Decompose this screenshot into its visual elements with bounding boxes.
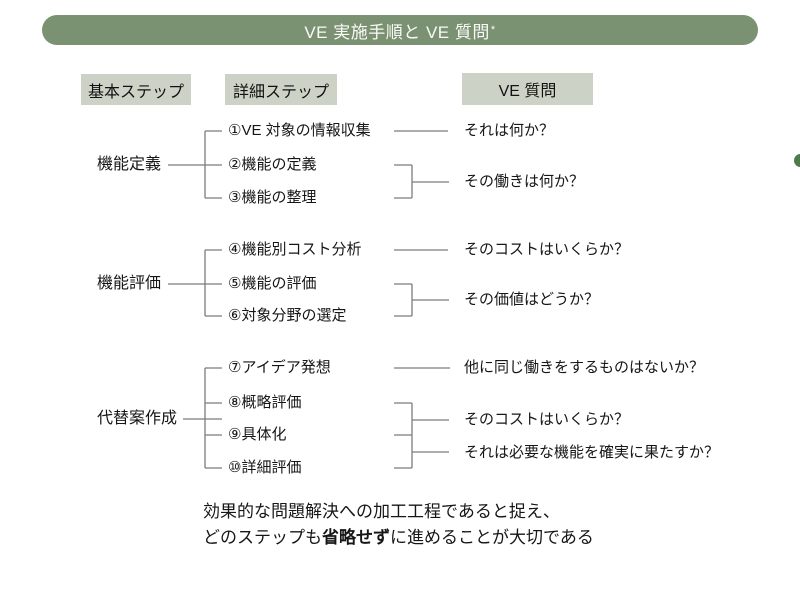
header-detail-step-label: 詳細ステップ	[232, 83, 329, 101]
phase-alternative-creation: 代替案作成	[97, 410, 178, 427]
question-what-is-cost-2: そのコストはいくらか？	[464, 411, 630, 428]
page-title: VE 実施手順と VE 質問	[304, 22, 490, 42]
note-line-2: どのステップも省略せずに進めることが大切である	[203, 527, 594, 549]
question-fulfills-function: それは必要な機能を確実に果たすか？	[464, 444, 720, 461]
step-8: ⑧概略評価	[228, 394, 302, 411]
header-detail-step: 詳細ステップ	[225, 74, 337, 105]
question-other-ways: 他に同じ働きをするものはないか？	[464, 359, 705, 376]
step-9: ⑨具体化	[228, 426, 287, 443]
note-line-2-post: に進めることが大切である	[390, 528, 594, 547]
title-banner: VE 実施手順と VE 質問*	[42, 15, 758, 45]
header-basic-step: 基本ステップ	[81, 74, 191, 105]
phase-function-definition: 機能定義	[97, 156, 162, 173]
green-bullet-decoration	[794, 154, 800, 167]
step-10: ⑩詳細評価	[228, 459, 302, 476]
question-what-is-function: その働きは何か？	[464, 173, 585, 190]
step-4: ④機能別コスト分析	[228, 241, 362, 258]
header-ve-question: VE 質問	[462, 73, 593, 105]
header-ve-question-label: VE 質問	[498, 83, 557, 100]
step-5: ⑤機能の評価	[228, 275, 317, 292]
step-1: ①VE 対象の情報収集	[228, 122, 371, 139]
phase-function-evaluation: 機能評価	[97, 275, 162, 292]
note-line-1: 効果的な問題解決への加工工程であると捉え、	[203, 502, 560, 521]
note-line-2-pre: どのステップも	[203, 528, 322, 547]
step-2: ②機能の定義	[228, 156, 317, 173]
step-7: ⑦アイデア発想	[228, 359, 331, 376]
step-6: ⑥対象分野の選定	[228, 307, 347, 324]
question-what-is-value: その価値はどうか？	[464, 291, 600, 308]
question-what-is-it: それは何か？	[464, 122, 555, 139]
note-line-2-emphasis: 省略せず	[322, 528, 390, 547]
step-3: ③機能の整理	[228, 189, 317, 206]
header-basic-step-label: 基本ステップ	[87, 83, 184, 101]
question-what-is-cost: そのコストはいくらか？	[464, 241, 630, 258]
